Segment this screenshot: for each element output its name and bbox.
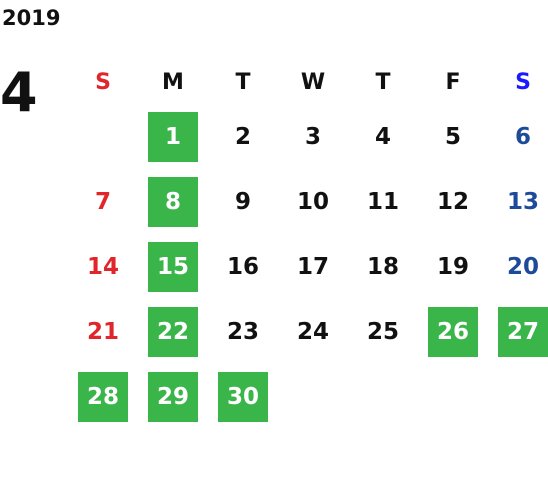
day-cell: 16 bbox=[208, 234, 278, 299]
day-cell: 6 bbox=[488, 104, 548, 169]
day-number: 5 bbox=[444, 123, 461, 150]
day-number: 18 bbox=[366, 253, 399, 280]
weekday-header-thursday: T bbox=[375, 69, 391, 95]
day-cell: 13 bbox=[488, 169, 548, 234]
day-number: 4 bbox=[374, 123, 391, 150]
day-cell: 28 bbox=[68, 364, 138, 429]
day-number: 21 bbox=[86, 318, 119, 345]
day-number: 1 bbox=[148, 111, 198, 162]
weekday-header-saturday: S bbox=[515, 69, 531, 95]
day-number: 12 bbox=[436, 188, 469, 215]
day-cell: 21 bbox=[68, 299, 138, 364]
day-cell: 25 bbox=[348, 299, 418, 364]
day-cell bbox=[68, 104, 138, 169]
day-cell: 9 bbox=[208, 169, 278, 234]
day-cell: 15 bbox=[138, 234, 208, 299]
day-cell bbox=[488, 364, 548, 429]
calendar-year: 2019 bbox=[2, 6, 61, 30]
day-number: 13 bbox=[506, 188, 539, 215]
day-cell bbox=[348, 364, 418, 429]
day-number: 9 bbox=[234, 188, 251, 215]
day-cell: 30 bbox=[208, 364, 278, 429]
day-cell: 11 bbox=[348, 169, 418, 234]
day-number bbox=[498, 372, 548, 422]
day-number: 17 bbox=[296, 253, 329, 280]
day-cell: 4 bbox=[348, 104, 418, 169]
day-number: 3 bbox=[304, 123, 321, 150]
day-number bbox=[428, 372, 478, 422]
day-cell: 29 bbox=[138, 364, 208, 429]
day-number: 28 bbox=[78, 371, 128, 422]
day-cell: 2 bbox=[208, 104, 278, 169]
day-number: 25 bbox=[366, 318, 399, 345]
day-cell: 22 bbox=[138, 299, 208, 364]
day-number: 2 bbox=[234, 123, 251, 150]
day-number: 30 bbox=[218, 371, 268, 422]
day-number: 20 bbox=[506, 253, 539, 280]
day-number: 6 bbox=[514, 123, 531, 150]
day-cell: 27 bbox=[488, 299, 548, 364]
day-number: 27 bbox=[498, 306, 548, 357]
day-cell: 24 bbox=[278, 299, 348, 364]
day-cell: 3 bbox=[278, 104, 348, 169]
day-cell: 5 bbox=[418, 104, 488, 169]
day-number: 16 bbox=[226, 253, 259, 280]
day-number: 14 bbox=[86, 253, 119, 280]
day-cell: 18 bbox=[348, 234, 418, 299]
day-cell: 12 bbox=[418, 169, 488, 234]
day-number bbox=[78, 112, 128, 162]
calendar-grid: S M T W T F S 1 2 3 4 5 6 7 8 9 10 11 12… bbox=[68, 60, 548, 429]
day-number: 11 bbox=[366, 188, 399, 215]
day-cell: 1 bbox=[138, 104, 208, 169]
day-cell: 7 bbox=[68, 169, 138, 234]
weekday-header-monday: M bbox=[162, 69, 184, 95]
day-cell: 14 bbox=[68, 234, 138, 299]
day-cell: 19 bbox=[418, 234, 488, 299]
day-number: 22 bbox=[148, 306, 198, 357]
weekday-header-wednesday: W bbox=[300, 69, 326, 95]
weekday-header-sunday: S bbox=[95, 69, 111, 95]
calendar-month: 4 bbox=[0, 61, 38, 124]
day-number: 24 bbox=[296, 318, 329, 345]
day-cell: 10 bbox=[278, 169, 348, 234]
day-cell: 8 bbox=[138, 169, 208, 234]
day-number bbox=[358, 372, 408, 422]
day-cell: 20 bbox=[488, 234, 548, 299]
weekday-header-tuesday: T bbox=[235, 69, 251, 95]
day-cell: 23 bbox=[208, 299, 278, 364]
day-number: 19 bbox=[436, 253, 469, 280]
day-number: 10 bbox=[296, 188, 329, 215]
day-cell: 17 bbox=[278, 234, 348, 299]
day-cell: 26 bbox=[418, 299, 488, 364]
day-number: 29 bbox=[148, 371, 198, 422]
day-cell bbox=[418, 364, 488, 429]
day-number: 23 bbox=[226, 318, 259, 345]
day-cell bbox=[278, 364, 348, 429]
day-number: 15 bbox=[148, 241, 198, 292]
day-number bbox=[288, 372, 338, 422]
weekday-header-friday: F bbox=[445, 69, 461, 95]
day-number: 26 bbox=[428, 306, 478, 357]
day-number: 8 bbox=[148, 176, 198, 227]
day-number: 7 bbox=[94, 188, 111, 215]
